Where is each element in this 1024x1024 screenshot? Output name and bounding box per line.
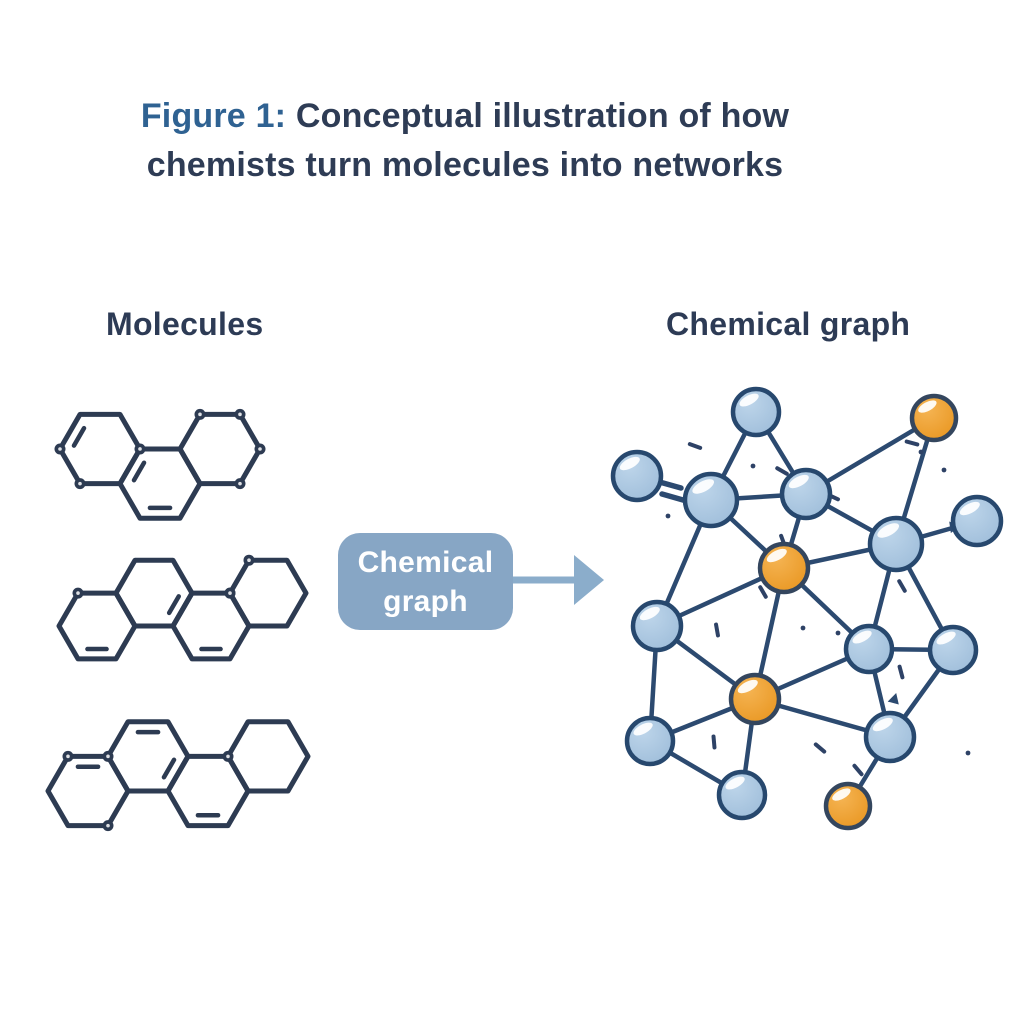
ink-speck [965,750,971,756]
node-highlight [739,393,759,407]
ink-speck [813,742,827,754]
molecule-ring [177,411,263,487]
ink-speck [750,463,756,469]
ink-speck [758,585,768,599]
molecules-heading: Molecules [106,306,264,342]
figure-number-label: Figure 1: [140,97,287,135]
node-highlight [633,722,653,736]
atom-dot-center [76,591,80,595]
ink-speck [897,579,907,593]
atom-dot-center [247,558,251,562]
box-label-line1: Chemical [357,545,494,579]
molecule-ring [227,557,309,629]
chemical-graph-network [610,386,1004,831]
node-highlight [692,479,715,494]
ink-speck [800,625,806,631]
ink-speck [711,734,717,750]
ink-speck [918,449,924,455]
ink-speck [714,622,720,638]
node-highlight [737,679,758,694]
figure-title: Figure 1: Conceptual illustration of how… [60,92,870,190]
atom-dot-center [226,754,230,759]
ink-speck [852,763,864,777]
molecule-drawings [45,408,311,832]
node-highlight [959,501,980,516]
atom-dot-center [198,412,202,417]
ink-speck [941,467,947,473]
chemical-graph-heading: Chemical graph [666,306,911,342]
node-highlight [639,606,660,621]
node-highlight [832,788,851,801]
figure-title-line2: chemists turn molecules into networks [146,146,784,184]
ink-speck [775,466,789,476]
atom-dot-center [238,481,242,486]
double-bond-line [71,425,87,448]
box-label-line2: graph [383,584,468,618]
atom-dot-center [238,412,242,417]
ink-speck [665,513,671,519]
arrow-head [574,555,604,605]
ink-speck [897,664,905,680]
atom-dot-center [106,754,110,759]
node-highlight [788,474,809,489]
node-highlight [852,630,872,644]
atom-dot-center [78,481,82,486]
ink-speck [904,439,920,447]
figure-title-line1: Conceptual illustration of how [286,97,790,135]
node-highlight [725,776,745,790]
node-highlight [766,548,787,563]
node-highlight [877,523,900,538]
sketch-arrowhead [887,692,899,705]
node-highlight [918,400,937,413]
atom-dot-center [258,447,262,451]
node-highlight [872,717,893,732]
transform-arrow [513,555,604,605]
atom-dot-center [228,591,232,595]
double-bond-line [161,757,177,780]
chemical-graph-box: Chemical graph [338,533,513,630]
atom-dot-center [58,447,62,451]
node-highlight [936,631,956,645]
atom-dot-center [66,754,70,759]
molecule-ring [225,719,311,794]
node-highlight [619,456,640,471]
double-bond-line [131,460,147,483]
arrow-stem [513,576,574,584]
double-bond-line [166,594,181,616]
ink-speck [835,630,841,636]
atom-dot-center [106,823,110,828]
ink-speck [687,442,703,450]
atom-dot-center [138,447,142,451]
